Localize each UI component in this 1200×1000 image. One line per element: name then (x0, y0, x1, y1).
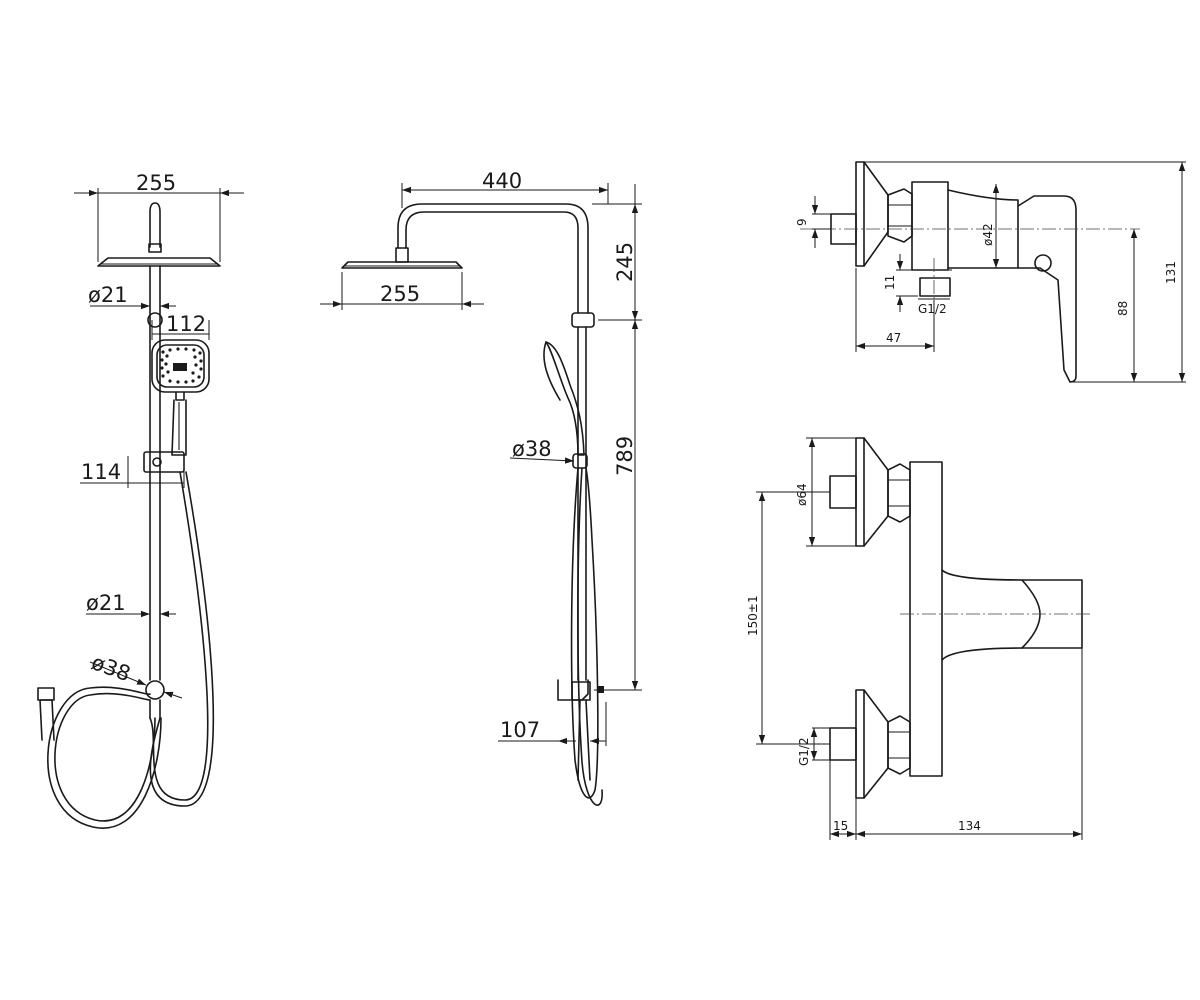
hose-side (570, 467, 603, 807)
spray-nozzles (160, 347, 203, 384)
hand-shower-front (151, 339, 210, 456)
overhead-shower-side (341, 203, 589, 314)
dim-inlet-offset: 9 (795, 218, 809, 226)
overhead-shower-front (97, 202, 221, 267)
dim-connector-diameter: ø38 (88, 650, 133, 686)
mixer-body-side (830, 161, 1077, 383)
dim-outlet-thread: G1/2 (918, 302, 947, 316)
dim-outlet-height: 11 (883, 275, 897, 290)
dim-inlet-thread: G1/2 (797, 737, 811, 766)
hose-front (37, 471, 215, 829)
side-view: 440 245 255 ø38 789 107 (320, 169, 642, 807)
mixer-side-axes (800, 228, 1140, 300)
dim-overhead-width: 255 (136, 171, 176, 195)
dim-inlet-depth: 15 (833, 819, 848, 833)
dim-arm-length: 440 (482, 169, 522, 193)
dim-total-depth: 134 (958, 819, 981, 833)
dim-overhead-width-side: 255 (380, 282, 420, 306)
dim-drop-height: 245 (613, 242, 637, 282)
dim-rail-diameter-bottom: ø21 (86, 591, 126, 615)
dim-inlet-spacing: 150±1 (746, 595, 760, 636)
dim-handle-height: 88 (1116, 301, 1130, 316)
mixer-side-view: 9 ø42 11 G1/2 47 88 131 (795, 161, 1186, 383)
side-dimensions: 440 245 255 ø38 789 107 (320, 169, 642, 746)
mixer-side-dimensions: 9 ø42 11 G1/2 47 88 131 (795, 161, 1186, 383)
mixer-top-dimensions: ø64 150±1 G1/2 15 134 (746, 437, 1083, 840)
dim-handshower-diameter: ø38 (512, 437, 552, 461)
dim-diverter-depth: 107 (500, 718, 540, 742)
dim-total-height: 131 (1164, 261, 1178, 284)
mixer-top-view: ø64 150±1 G1/2 15 134 (746, 437, 1090, 840)
mixer-body-top (829, 437, 1083, 799)
hand-shower-side (543, 341, 588, 469)
dim-outlet-distance: 47 (886, 331, 901, 345)
front-view: 255 ø21 112 114 ø21 ø38 (37, 171, 244, 829)
dim-holder-width: 114 (81, 460, 121, 484)
dim-rail-diameter-top: ø21 (88, 283, 128, 307)
dim-handshower-width: 112 (166, 312, 206, 336)
dim-rail-length: 789 (613, 436, 637, 476)
dim-escutcheon-diameter: ø64 (795, 483, 809, 506)
dim-body-diameter: ø42 (981, 223, 995, 246)
front-dimensions: 255 ø21 112 114 ø21 ø38 (74, 171, 244, 699)
